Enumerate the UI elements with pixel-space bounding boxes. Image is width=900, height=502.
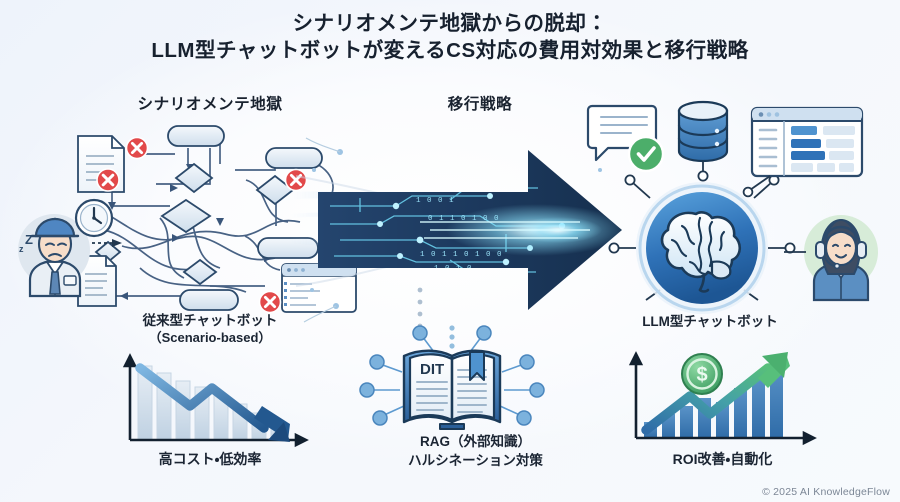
window-icon xyxy=(281,263,357,313)
title-line-2: LLM型チャットボットが変えるCS対応の費用対効果と移行戦略 xyxy=(151,39,749,63)
dollar-coin-icon: $ xyxy=(681,353,723,395)
page-title: シナリオメンテ地獄からの脱却： LLM型チャットボットが変えるCS対応の費用対効… xyxy=(0,10,900,64)
high-cost-declining-chart xyxy=(122,353,309,448)
section-heading-scenario-hell: シナリオメンテ地獄 xyxy=(137,96,283,113)
support-agent-icon xyxy=(784,215,878,302)
llm-brain-hub xyxy=(608,174,796,314)
database-icon xyxy=(677,100,729,182)
rag-open-book-graphic: DIT xyxy=(359,325,545,430)
svg-text:1 0 1 0: 1 0 1 0 xyxy=(434,265,473,273)
caption-rag-line2: ハルシネーション対策 xyxy=(408,453,543,469)
caption-legacy-chatbot-main: 従来型チャットボット xyxy=(142,313,278,328)
caption-rag: RAG（外部知識） ハルシネーション対策 xyxy=(348,432,603,470)
sleep-zz-icon: Z z xyxy=(19,232,33,254)
caption-llm-chatbot: LLM型チャットボット xyxy=(642,314,778,329)
caption-roi: ROI改善・自動化 xyxy=(672,451,773,467)
footer-copyright: © 2025 AI KnowledgeFlow xyxy=(762,486,890,498)
caption-legacy-chatbot: 従来型チャットボット （Scenario-based） xyxy=(75,312,345,346)
check-circle-icon xyxy=(627,135,665,173)
svg-text:$: $ xyxy=(696,364,707,386)
caption-high-cost: 高コスト・低効率 xyxy=(158,451,262,467)
book-page-label: DIT xyxy=(420,361,444,378)
section-heading-migration-strategy: 移行戦略 xyxy=(447,96,513,113)
migration-arrow-graphic: 1 0 0 1 0 1 1 0 1 0 0 1 0 1 1 0 1 0 0 1 … xyxy=(286,137,622,329)
title-line-1: シナリオメンテ地獄からの脱却： xyxy=(292,12,608,35)
roi-rising-chart: $ xyxy=(628,351,817,446)
tired-worker-icon: Z z xyxy=(18,198,114,298)
caption-rag-line1: RAG（外部知識） xyxy=(420,434,531,449)
dashboard-window-icon xyxy=(742,106,864,198)
svg-text:Z: Z xyxy=(25,232,33,247)
svg-text:1 0 0 1: 1 0 0 1 xyxy=(416,197,455,205)
caption-legacy-chatbot-sub: （Scenario-based） xyxy=(148,329,272,345)
svg-text:1 0 1 1 0 1 0 0: 1 0 1 1 0 1 0 0 xyxy=(420,251,503,259)
error-x-icon xyxy=(96,136,308,314)
legacy-flowchart-diagram xyxy=(77,125,357,314)
chat-bubble-verified-icon xyxy=(586,104,665,173)
svg-text:z: z xyxy=(19,244,24,254)
brain-icon xyxy=(660,211,742,293)
clock-icon xyxy=(74,198,114,238)
connector-left xyxy=(92,239,122,247)
